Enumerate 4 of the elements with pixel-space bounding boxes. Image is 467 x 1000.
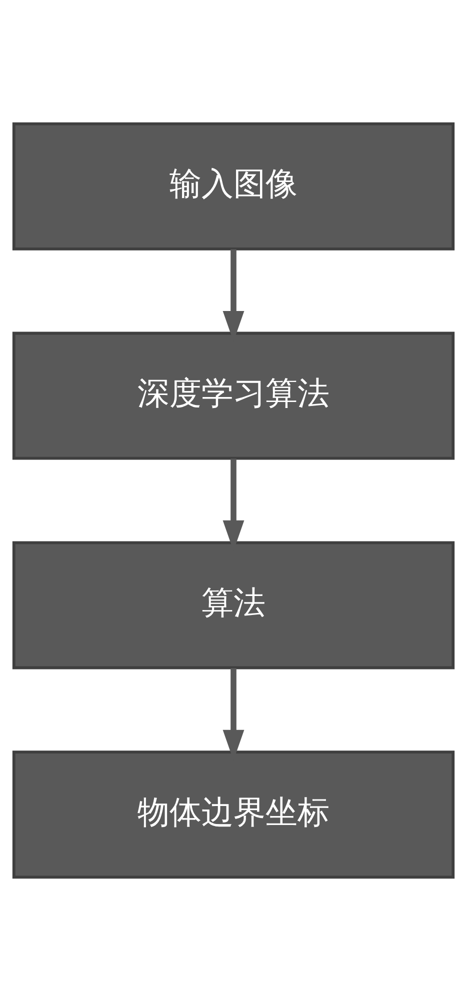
node-box: 物体边界坐标 — [12, 750, 455, 878]
node-box: 输入图像 — [12, 122, 455, 250]
node-box: 深度学习算法 — [12, 331, 455, 460]
node-box: 算法 — [12, 540, 455, 669]
